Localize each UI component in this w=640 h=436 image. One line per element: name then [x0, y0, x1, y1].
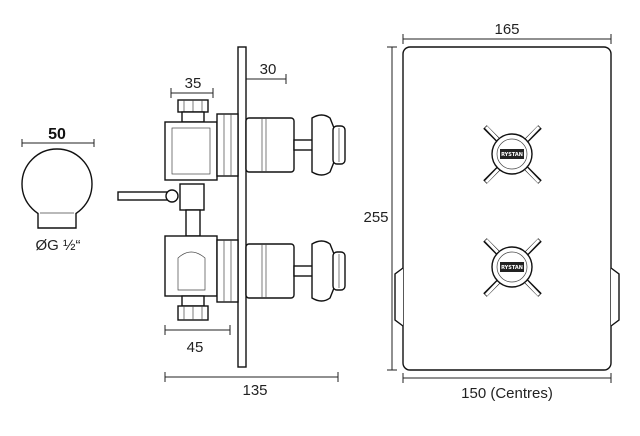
plate-width-label: 165 — [494, 21, 519, 38]
outlet-spout — [37, 213, 77, 229]
outlet-flange — [21, 148, 93, 220]
upper-cross-handle-side — [311, 114, 335, 176]
lower-cross-handle-front: RYSTAN — [483, 238, 542, 297]
wall-plate-side — [237, 46, 247, 368]
wall-plate-front — [402, 46, 612, 371]
diverter-body — [179, 183, 205, 211]
lower-valve-body — [164, 235, 218, 297]
plate-height-label: 255 — [363, 209, 388, 226]
upper-cross-handle-front: RYSTAN — [483, 125, 542, 184]
overall-depth-label: 135 — [242, 382, 267, 399]
outlet-elbow-view: 50 ØG ½“ — [21, 126, 95, 254]
upper-handle-badge: RYSTAN — [501, 152, 523, 158]
right-side-tab — [610, 267, 620, 327]
valve-centres-label: 150 (Centres) — [461, 385, 553, 402]
plate-offset-label: 30 — [260, 61, 277, 78]
inlet-depth-label: 45 — [187, 339, 204, 356]
outlet-diameter-label: 50 — [48, 126, 66, 143]
left-side-tab — [394, 267, 404, 327]
lower-handle-shroud — [245, 243, 295, 299]
upper-handle-shroud — [245, 117, 295, 173]
lower-cross-handle-side — [311, 240, 335, 302]
spindle-depth-label: 35 — [185, 75, 202, 92]
upper-valve-body — [164, 121, 218, 181]
lower-handle-badge: RYSTAN — [501, 265, 523, 271]
side-view: 35 30 — [117, 46, 346, 399]
front-view: 165 255 RYSTAN — [363, 21, 620, 402]
outlet-thread-label: ØG ½“ — [35, 237, 80, 254]
